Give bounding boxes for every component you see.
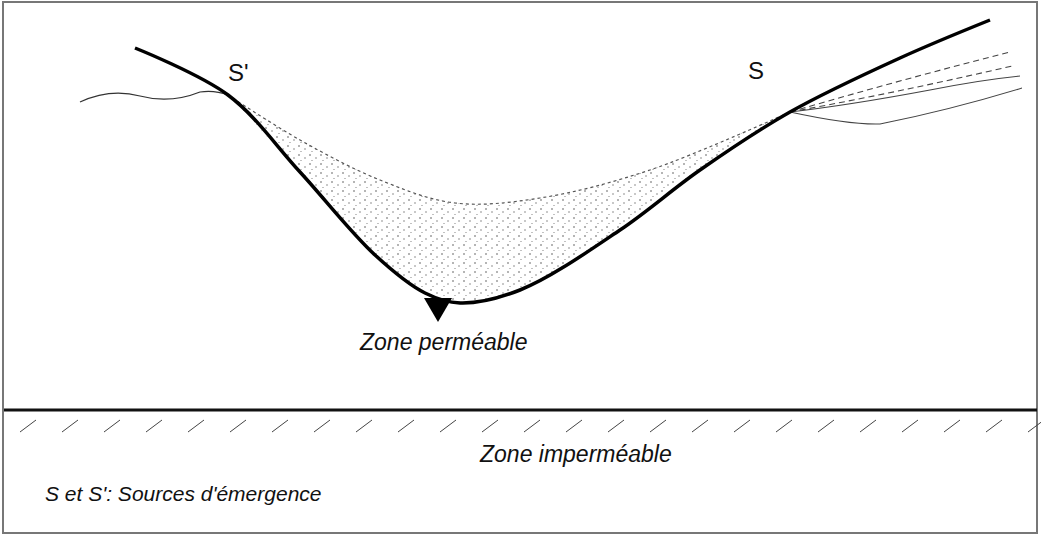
- hatch-stroke: [230, 420, 246, 432]
- legend-note: S et S': Sources d'émergence: [45, 482, 322, 505]
- frame: [3, 2, 1037, 533]
- impermeable-boundary: [4, 409, 1037, 412]
- aquifer-stipple: [228, 95, 790, 303]
- hatch-stroke: [146, 420, 162, 432]
- hatch-stroke: [566, 420, 582, 432]
- hatch-stroke: [62, 420, 78, 432]
- spring-label: S: [748, 58, 764, 84]
- hatch-stroke: [818, 420, 834, 432]
- hatch-stroke: [860, 420, 876, 432]
- hatch-stroke: [1028, 420, 1041, 432]
- hatch-stroke: [944, 420, 960, 432]
- hatch-stroke: [272, 420, 288, 432]
- hatch-stroke: [650, 420, 666, 432]
- spring-label: S': [228, 60, 249, 86]
- hatch-stroke: [734, 420, 750, 432]
- hatch-stroke: [608, 420, 624, 432]
- zone-label: Zone perméable: [360, 330, 528, 355]
- valley-profile: [80, 20, 1022, 322]
- hatch-stroke: [188, 420, 204, 432]
- impermeable-hatching: [20, 420, 1041, 432]
- hatch-stroke: [398, 420, 414, 432]
- valley-ground: [135, 20, 990, 303]
- hatch-stroke: [20, 420, 36, 432]
- hatch-stroke: [986, 420, 1002, 432]
- hatch-stroke: [524, 420, 540, 432]
- hatch-stroke: [692, 420, 708, 432]
- hatch-stroke: [356, 420, 372, 432]
- hatch-stroke: [482, 420, 498, 432]
- hatch-stroke: [776, 420, 792, 432]
- hatch-stroke: [104, 420, 120, 432]
- hatch-stroke: [902, 420, 918, 432]
- hatch-stroke: [440, 420, 456, 432]
- well-triangle: [424, 298, 452, 322]
- hatch-stroke: [314, 420, 330, 432]
- zone-label: Zone imperméable: [480, 442, 672, 467]
- flow-line: [790, 66, 1012, 112]
- surface-line: [80, 91, 228, 102]
